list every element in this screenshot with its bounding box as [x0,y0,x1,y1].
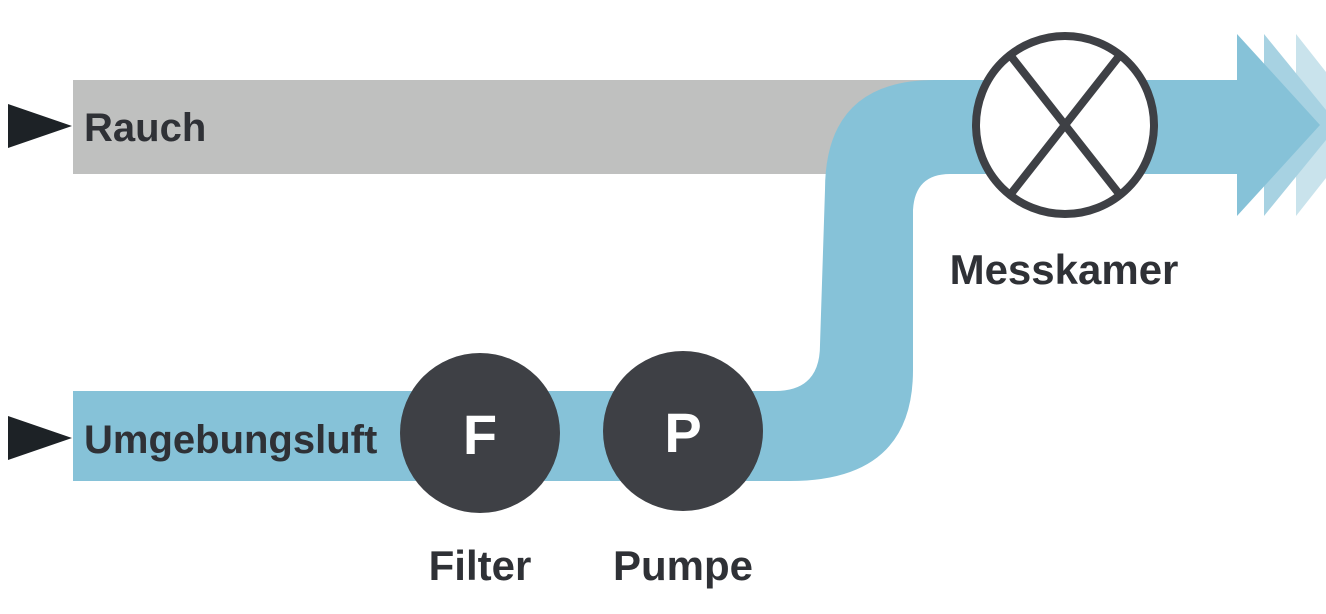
pump-label: Pumpe [613,542,753,589]
filter-label: Filter [429,542,532,589]
filter-letter: F [463,403,497,466]
ambient-input-arrow-icon [8,416,72,460]
smoke-input-arrow-icon [8,104,72,148]
filter-node [400,353,560,513]
pump-node [603,351,763,511]
pump-letter: P [664,401,701,464]
smoke-stream-label: Rauch [84,106,206,150]
measuring-chamber-icon [972,32,1158,218]
measuring-chamber-label: Messkamer [950,246,1179,293]
ambient-stream-label: Umgebungsluft [84,418,377,462]
output-arrow [1237,34,1320,216]
